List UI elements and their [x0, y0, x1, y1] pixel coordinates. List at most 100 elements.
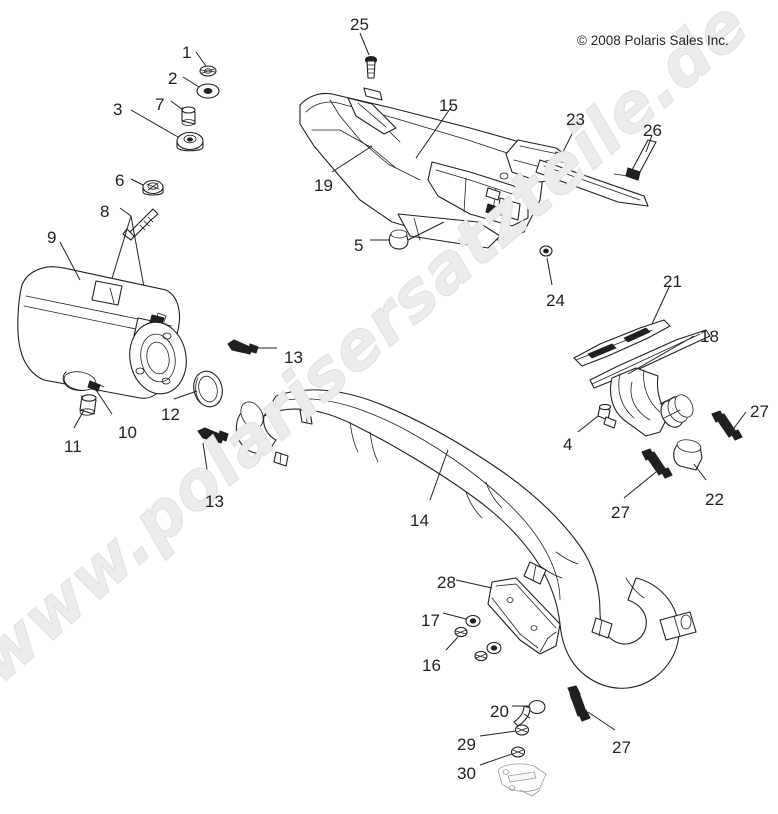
leader-27c: [587, 711, 616, 731]
leader-23: [559, 127, 576, 159]
part-26-clip: [613, 139, 657, 181]
callout-number-8: 8: [100, 202, 110, 221]
leader-16: [445, 636, 459, 651]
callout-number-13b: 13: [205, 492, 224, 511]
callout-number-1: 1: [182, 43, 192, 62]
part-7-spacer: [181, 106, 196, 126]
leader-2: [182, 76, 200, 88]
leader-27a: [733, 411, 747, 429]
part-28-pipe-heat-shield: [487, 577, 561, 655]
part-20-bolt: [513, 699, 546, 727]
part-13b-spring: [197, 427, 229, 444]
part-14-exhaust-pipe: [235, 389, 697, 689]
leader-17: [442, 612, 467, 620]
callout-number-17: 17: [421, 611, 440, 630]
callout-number-11: 11: [64, 437, 82, 456]
part-5-plug: [388, 229, 409, 250]
callout-number-22: 22: [705, 490, 724, 509]
callout-number-9: 9: [47, 228, 57, 247]
part-bracket-ghost: [497, 763, 547, 797]
callout-number-12: 12: [161, 405, 180, 424]
part-3-grommet: [176, 131, 204, 152]
copyright-notice: © 2008 Polaris Sales Inc.: [577, 33, 729, 48]
leader-4: [577, 415, 599, 433]
part-16-lock-washer: [454, 626, 468, 638]
part-2-flat-washer: [196, 83, 220, 99]
callout-number-16: 16: [422, 656, 441, 675]
leader-25: [359, 32, 370, 56]
callout-number-23: 23: [566, 110, 585, 129]
part-21-manifold-gasket: [573, 319, 671, 367]
callout-number-26: 26: [643, 121, 662, 140]
part-27a-spring: [711, 410, 743, 441]
part-8-bolt: [122, 208, 159, 241]
callout-number-24: 24: [546, 291, 565, 310]
leader-13b: [202, 442, 210, 484]
part-9-muffler: [17, 266, 187, 399]
callout-number-2: 2: [168, 69, 178, 88]
leader-29: [479, 730, 517, 737]
leader-11: [73, 409, 85, 429]
part-1-lock-washer: [199, 65, 217, 77]
callout-number-25: 25: [350, 15, 369, 34]
callout-number-19: 19: [314, 176, 333, 195]
callout-number-10: 10: [118, 423, 137, 442]
part-17-washer: [465, 614, 481, 628]
leader-7: [170, 100, 184, 111]
part-fastener-pair: [474, 641, 502, 662]
callout-number-27a: 27: [750, 402, 769, 421]
callout-number-3: 3: [113, 100, 123, 119]
part-27c-spring: [567, 685, 591, 722]
part-30-nut: [510, 746, 526, 758]
leader-18: [627, 335, 695, 375]
callout-number-27b: 27: [611, 503, 630, 522]
callout-number-30: 30: [457, 764, 476, 783]
leader-19: [331, 145, 373, 173]
leader-3: [130, 109, 179, 138]
callout-number-18: 18: [700, 327, 719, 346]
part-29-nut: [514, 724, 530, 736]
callout-number-28: 28: [437, 573, 456, 592]
part-24-washer: [539, 245, 553, 257]
leader-8-b: [109, 215, 132, 286]
part-23-shield-bracket: [505, 139, 649, 207]
callout-number-14: 14: [410, 511, 429, 530]
callout-number-20: 20: [490, 702, 509, 721]
leader-15: [415, 105, 453, 159]
leader-30: [479, 753, 513, 766]
callout-number-4: 4: [563, 435, 573, 454]
leader-24: [546, 257, 553, 286]
leader-27b: [623, 471, 657, 499]
part-12-gasket: [193, 370, 223, 408]
leader-28: [455, 579, 493, 589]
part-19-muffler-shield: [299, 87, 545, 249]
leader-9: [59, 241, 81, 281]
part-27b-spring: [641, 448, 673, 479]
callout-number-7: 7: [155, 95, 165, 114]
part-6-nut: [142, 179, 164, 196]
leader-26: [645, 134, 653, 153]
callout-number-5: 5: [354, 236, 364, 255]
part-10-screw: [87, 380, 105, 392]
leader-14: [429, 449, 449, 501]
leader-12: [173, 390, 198, 400]
callout-number-27c: 27: [612, 738, 631, 757]
callout-number-15: 15: [439, 96, 458, 115]
part-13a-spring: [227, 339, 259, 355]
leader-22: [693, 463, 707, 481]
part-11-sleeve: [79, 394, 97, 416]
part-22-collar: [673, 439, 703, 471]
leader-6: [130, 178, 144, 186]
leader-1: [195, 51, 207, 67]
leader-21: [651, 284, 671, 325]
callout-number-29: 29: [457, 735, 476, 754]
part-4-stud: [597, 403, 617, 429]
leader-5b: [407, 221, 445, 241]
part-25-screw: [364, 55, 378, 79]
callout-number-6: 6: [115, 171, 125, 190]
leader-8-a: [119, 207, 132, 217]
leader-10: [95, 389, 113, 415]
